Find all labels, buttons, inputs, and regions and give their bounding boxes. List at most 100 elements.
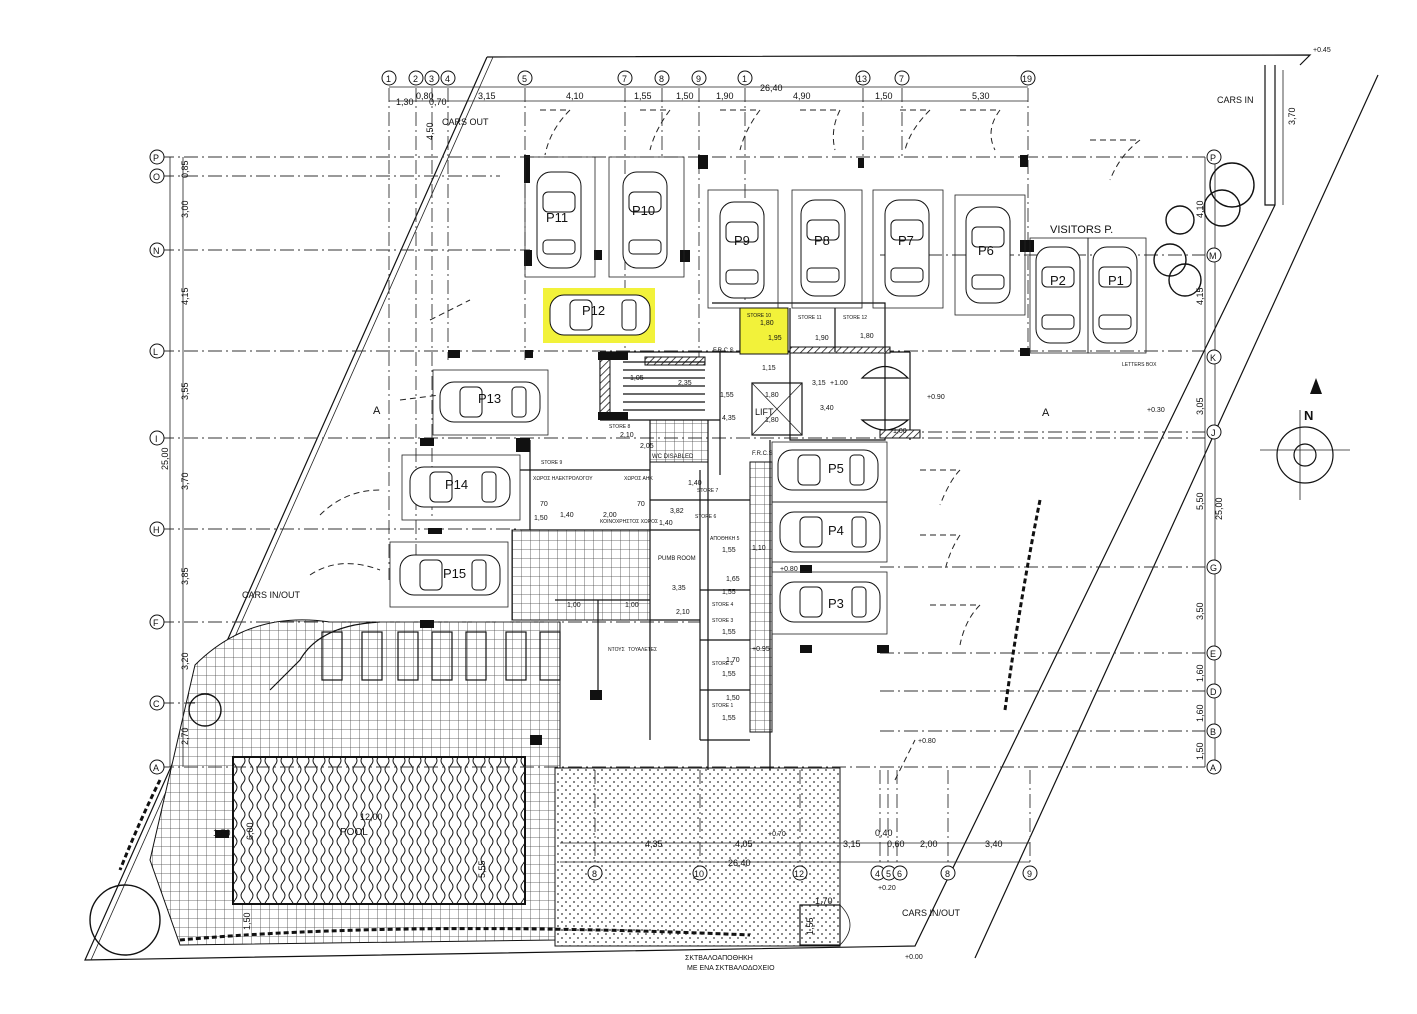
grid-bubbles-bottom: 8 10 12 4 5 6 8 9 [587,865,1038,881]
dim: 0,40 [875,828,893,838]
grid-top-label: 9 [696,74,701,84]
grid-top-label: 4 [445,74,450,84]
dim: 0,80 [416,91,434,101]
grid-left-label: P [153,153,159,163]
dim: 3,70 [180,472,190,490]
dim: 70 [540,501,548,508]
parking-label-p8: P8 [814,233,830,248]
dim: 2,00 [603,512,617,519]
grid-top-label: 13 [857,74,867,84]
common-area-label: ΚΟΙΝΟΧΡΗΣΤΟΣ ΧΩΡΟΣ [600,519,658,525]
dim-right-total: 25,00 [1214,497,1224,520]
parking-label-p5: P5 [828,461,844,476]
paved-area [554,767,841,947]
dim: 1,50 [534,515,548,522]
dim: 5,30 [972,91,990,101]
pool [232,756,526,905]
store-label: STORE 4 [712,602,734,608]
grid-right-label: M [1209,251,1217,261]
dim: 1,50 [676,91,694,101]
section-marker: A [373,405,381,417]
dim: 1,30 [396,97,414,107]
grid-right-label: A [1210,763,1216,773]
dim: 5,55 [477,860,487,878]
dim-top-total: 26,40 [760,83,783,93]
dim: 1,50 [875,91,893,101]
dim: 3,70 [1287,107,1297,125]
grid-bubbles-left: P O N L I H F C A [149,149,165,775]
dim: 1,40 [560,512,574,519]
level: +0.80 [780,566,798,573]
parking-label-p15: P15 [443,566,466,581]
grid-right-label: D [1210,687,1217,697]
dim: 1,95 [768,335,782,342]
dim: 1,80 [765,392,779,399]
store-labels: STORE 1 STORE 2 STORE 3 STORE 4 STORE 6 … [541,313,867,709]
store-label: STORE 12 [843,315,867,321]
parking-label-p1: P1 [1108,273,1124,288]
dim: 0,60 [887,839,905,849]
grid-bottom-label: 12 [794,869,804,879]
dim: 3,40 [820,405,834,412]
grid-left-label: L [153,347,158,357]
section-marker: A [1042,407,1050,419]
dim: 2,10 [620,432,634,439]
grid-right-label: J [1211,428,1216,438]
grid-left-label: O [153,172,160,182]
dim: 1,55 [722,589,736,596]
wc-tiles [649,419,709,463]
parking-label-p7: P7 [898,233,914,248]
dim: 2,10 [676,609,690,616]
grid-top-label: 19 [1022,74,1032,84]
level: +0.90 [927,394,945,401]
dim: 12,00 [360,812,383,822]
dim: 1,60 [1195,664,1205,682]
grid-left-label: H [153,525,160,535]
dim: 1,15 [762,365,776,372]
grid-top-label: 5 [522,74,527,84]
store-10-label: STORE 10 [747,313,771,319]
north-label: N [1304,408,1313,423]
grid-left-label: I [155,434,158,444]
grid-right-label: P [1210,153,1216,163]
parking-label-p11: P11 [546,210,568,225]
dim: 1,50 [242,912,252,930]
grid-left-label: F [153,618,159,628]
dim-bottom-total: 26,40 [728,858,751,868]
dim: 6,00 [245,822,255,840]
dim: 4,90 [793,91,811,101]
level: +0.00 [905,954,923,961]
cars-out-label: CARS OUT [442,117,489,127]
dim: 2,70 [180,727,190,745]
dim-left-total: 25,00 [160,447,170,470]
grid-top-label: 3 [429,74,434,84]
dim: 0,70 [429,97,447,107]
trees [89,162,1255,956]
dim: 1,80 [760,320,774,327]
dim: 3,20 [180,652,190,670]
grid-top-label: 7 [899,74,904,84]
bin-store-label: ΣΚΤΒΑΛΟΑΠΟΘΗΚΗ [685,955,753,962]
parking-label-p4: P4 [828,523,844,538]
north-arrow-icon: N [1260,378,1350,500]
dim: 1,90 [815,335,829,342]
grid-bottom-label: 9 [1027,869,1032,879]
dim: 4,35 [722,415,736,422]
grid-left-label: C [153,699,160,709]
grid-bottom-label: 8 [945,869,950,879]
electric-room-label: ΧΩΡΟΣ ΗΛΕΚΤΡΟΛΟΓΟΥ [533,476,593,482]
dim: 1,05 [630,375,644,382]
dim: 4,50 [425,122,435,140]
dim: 1,00 [625,602,639,609]
dim: 1,40 [688,480,702,487]
grid-left-label: N [153,246,160,256]
bin-store-label: ΜΕ ΕΝΑ ΣΚΤΒΑΛΟΔΟΧΕΙΟ [687,965,775,972]
core-building [520,302,921,770]
dim: 3,00 [180,200,190,218]
cars-in-out-label: CARS IN/OUT [242,590,301,600]
grid-bubbles-top: 1 2 3 4 5 7 8 9 1 13 7 19 [381,70,1036,86]
dim: 1,55 [720,392,734,399]
corridor-tiles [749,461,773,733]
dim: 3,40 [985,839,1003,849]
